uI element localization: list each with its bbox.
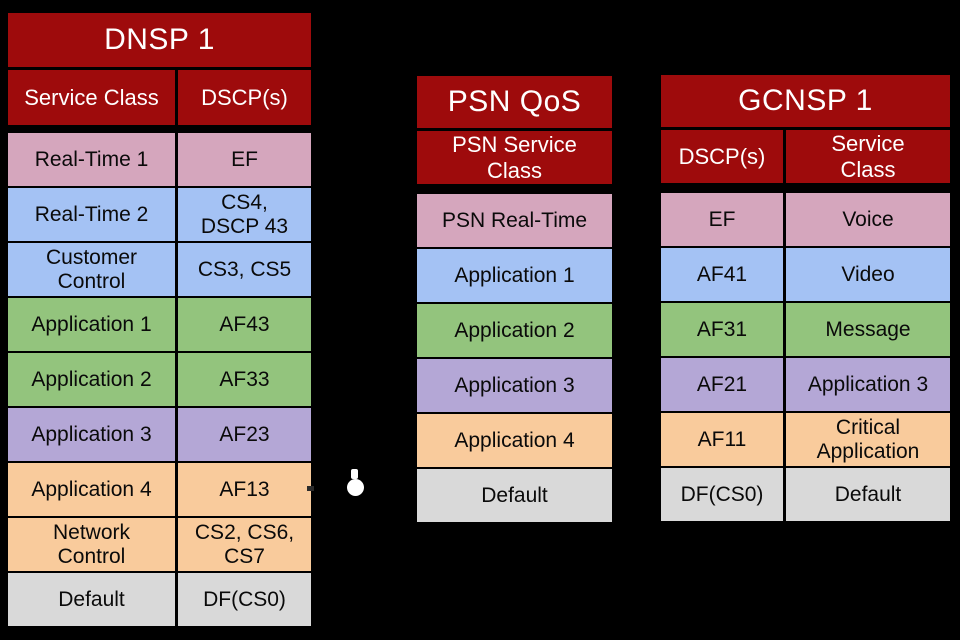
table-row: AF11 Critical Application	[661, 413, 950, 466]
dscp-cell: AF41	[661, 248, 783, 301]
service-class-cell: Real-Time 1	[8, 133, 175, 186]
dscp-cell: DF(CS0)	[178, 573, 311, 626]
psn-service-class-cell: Application 1	[417, 249, 612, 302]
service-class-cell: Application 3	[8, 408, 175, 461]
dnsp1-header-service-class: Service Class	[8, 70, 175, 125]
service-class-cell: Application 4	[8, 463, 175, 516]
dscp-cell: CS4, DSCP 43	[178, 188, 311, 241]
dscp-cell: EF	[661, 193, 783, 246]
table-row: EF Voice	[661, 193, 950, 246]
table-row: Real-Time 1 EF	[8, 133, 311, 186]
gcnsp1-column-headers: DSCP(s) Service Class	[661, 130, 950, 183]
service-class-cell: Network Control	[8, 518, 175, 571]
table-row: Application 4 AF13	[8, 463, 311, 516]
table-row: DF(CS0) Default	[661, 468, 950, 521]
service-class-cell: Customer Control	[8, 243, 175, 296]
service-class-cell: Default	[786, 468, 950, 521]
psn-service-class-cell: Application 2	[417, 304, 612, 357]
service-class-cell: Real-Time 2	[8, 188, 175, 241]
table-row: AF21 Application 3	[661, 358, 950, 411]
dnsp1-header-dscp: DSCP(s)	[178, 70, 311, 125]
dscp-cell: CS3, CS5	[178, 243, 311, 296]
dash-mark	[307, 486, 314, 491]
table-row: Real-Time 2 CS4, DSCP 43	[8, 188, 311, 241]
psn-service-class-cell: Default	[417, 469, 612, 522]
service-class-cell: Application 2	[8, 353, 175, 406]
table-row: Network Control CS2, CS6, CS7	[8, 518, 311, 571]
table-row: Application 1	[417, 249, 612, 302]
psn-service-class-cell: PSN Real-Time	[417, 194, 612, 247]
dnsp1-column-headers: Service Class DSCP(s)	[8, 70, 311, 125]
ellipsis-dot-top	[351, 469, 358, 479]
service-class-cell: Application 3	[786, 358, 950, 411]
service-class-cell: Message	[786, 303, 950, 356]
psn-qos-body: PSN Real-Time Application 1 Application …	[417, 194, 612, 522]
dnsp1-title: DNSP 1	[8, 13, 311, 70]
table-row: AF41 Video	[661, 248, 950, 301]
table-row: Application 4	[417, 414, 612, 467]
dscp-cell: AF21	[661, 358, 783, 411]
dscp-cell: DF(CS0)	[661, 468, 783, 521]
table-row: Application 2 AF33	[8, 353, 311, 406]
dscp-cell: AF31	[661, 303, 783, 356]
gcnsp1-header-dscp: DSCP(s)	[661, 130, 783, 183]
table-row: Application 1 AF43	[8, 298, 311, 351]
service-class-cell: Application 1	[8, 298, 175, 351]
dnsp1-table: DNSP 1 Service Class DSCP(s) Real-Time 1…	[8, 13, 311, 626]
dscp-cell: CS2, CS6, CS7	[178, 518, 311, 571]
gcnsp1-title: GCNSP 1	[661, 75, 950, 130]
gcnsp1-body: EF Voice AF41 Video AF31 Message AF21 Ap…	[661, 193, 950, 521]
dscp-cell: AF33	[178, 353, 311, 406]
dnsp1-body: Real-Time 1 EF Real-Time 2 CS4, DSCP 43 …	[8, 133, 311, 626]
psn-service-class-cell: Application 3	[417, 359, 612, 412]
table-row: Customer Control CS3, CS5	[8, 243, 311, 296]
psn-service-class-cell: Application 4	[417, 414, 612, 467]
gcnsp1-table: GCNSP 1 DSCP(s) Service Class EF Voice A…	[661, 75, 950, 521]
psn-qos-column-headers: PSN Service Class	[417, 131, 612, 184]
dscp-cell: AF43	[178, 298, 311, 351]
service-class-cell: Voice	[786, 193, 950, 246]
dscp-cell: AF11	[661, 413, 783, 466]
table-row: Application 2	[417, 304, 612, 357]
service-class-cell: Critical Application	[786, 413, 950, 466]
dscp-cell: AF13	[178, 463, 311, 516]
table-row: PSN Real-Time	[417, 194, 612, 247]
psn-qos-title: PSN QoS	[417, 76, 612, 131]
dscp-cell: AF23	[178, 408, 311, 461]
table-row: Application 3 AF23	[8, 408, 311, 461]
ellipsis-dot-bottom	[347, 479, 364, 496]
gcnsp1-header-service-class: Service Class	[786, 130, 950, 183]
table-row: AF31 Message	[661, 303, 950, 356]
service-class-cell: Default	[8, 573, 175, 626]
service-class-cell: Video	[786, 248, 950, 301]
table-row: Default	[417, 469, 612, 522]
psn-qos-table: PSN QoS PSN Service Class PSN Real-Time …	[417, 76, 612, 522]
psn-header-service-class: PSN Service Class	[417, 131, 612, 184]
dscp-cell: EF	[178, 133, 311, 186]
table-row: Default DF(CS0)	[8, 573, 311, 626]
table-row: Application 3	[417, 359, 612, 412]
